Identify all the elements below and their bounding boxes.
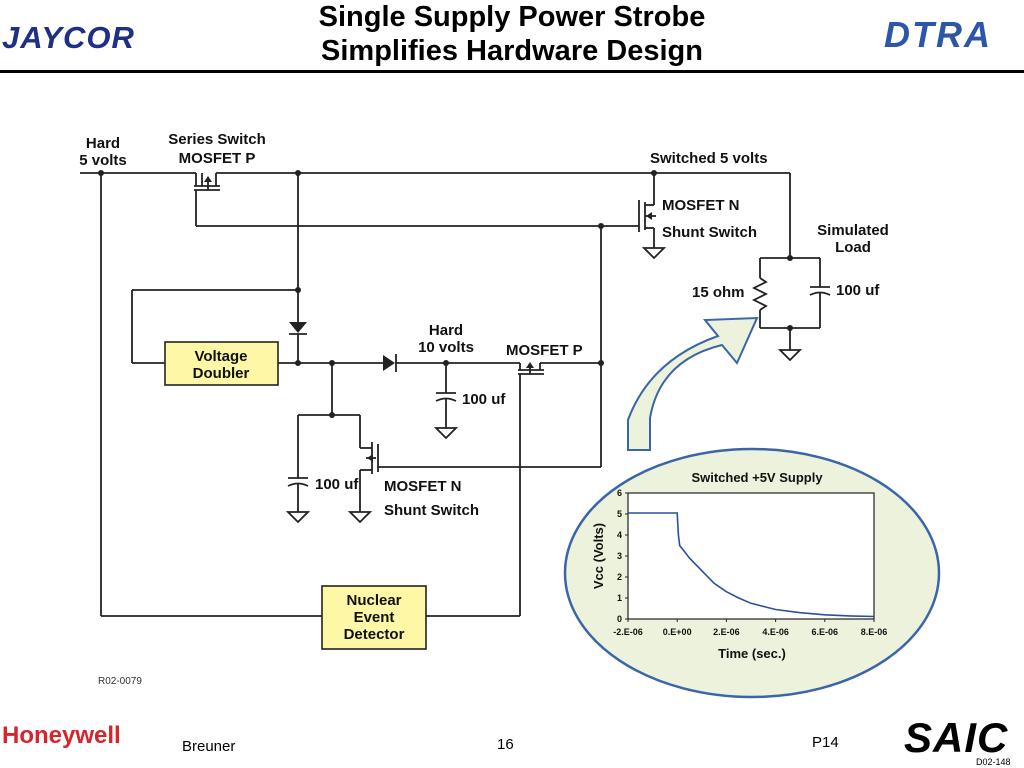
mosfet-n-top-label-2: Shunt Switch: [662, 224, 757, 241]
load-cap-label: 100 uf: [836, 282, 880, 299]
simulated-load-label-1: Simulated: [817, 222, 889, 239]
voltage-doubler-label-1: Voltage: [194, 348, 247, 365]
switched-supply-chart: Switched +5V Supply 0 1 2 3 4 5 6 -2.E-06 0.E+0…: [591, 470, 887, 661]
footer-ref: P14: [812, 734, 839, 751]
ned-label-2: Event: [354, 609, 395, 626]
jaycor-logo: JAYCOR: [2, 20, 135, 55]
voltage-doubler-box: [164, 341, 279, 386]
footer-code: D02-148: [976, 757, 1011, 767]
chart-x-axis-label: Time (sec.): [718, 646, 786, 661]
chart-y-tick-label: 6: [617, 488, 622, 498]
wires: [80, 170, 831, 617]
switched-5v-label: Switched 5 volts: [650, 150, 768, 167]
footer-author: Breuner: [182, 738, 236, 755]
nuclear-event-detector-box: [321, 585, 427, 650]
hard-5v-label-1: Hard: [86, 135, 120, 152]
resistor-label: 15 ohm: [692, 284, 745, 301]
simulated-load-label-2: Load: [835, 239, 871, 256]
chart-y-axis-label: Vcc (Volts): [591, 523, 606, 589]
saic-logo: SAIC: [904, 714, 1009, 761]
mosfet-n-top-label-1: MOSFET N: [662, 197, 740, 214]
chart-x-tick-label: -2.E-06: [613, 627, 643, 637]
chart-x-tick-label: 0.E+00: [663, 627, 692, 637]
chart-y-tick-label: 0: [617, 614, 622, 624]
footer-page-number: 16: [497, 736, 514, 753]
drawing-number: R02-0079: [98, 676, 142, 687]
title-line-2: Simplifies Hardware Design: [321, 35, 703, 67]
chart-y-tick-label: 5: [617, 509, 622, 519]
chart-y-tick-label: 2: [617, 572, 622, 582]
chart-x-tick-label: 2.E-06: [713, 627, 740, 637]
slide-title: Single Supply Power Strobe Simplifies Ha…: [200, 0, 824, 68]
voltage-doubler-label-2: Doubler: [193, 365, 250, 382]
chart-y-tick-label: 1: [617, 593, 622, 603]
chart-title: Switched +5V Supply: [691, 470, 823, 485]
chart-y-tick-label: 4: [617, 530, 622, 540]
chart-plot-area: [627, 492, 875, 620]
left-cap-label: 100 uf: [315, 476, 359, 493]
mosfet-n-bottom-label-1: MOSFET N: [384, 478, 462, 495]
series-switch-label-1: Series Switch: [168, 131, 266, 148]
hard-10v-label-1: Hard: [429, 322, 463, 339]
title-divider: [0, 70, 1024, 73]
ned-label-1: Nuclear: [346, 592, 401, 609]
hard-10v-label-2: 10 volts: [418, 339, 474, 356]
ned-label-3: Detector: [344, 626, 405, 643]
chart-series-line: [628, 512, 875, 618]
dtra-logo: DTRA: [884, 14, 992, 55]
mosfet-n-bottom-label-2: Shunt Switch: [384, 502, 479, 519]
mid-cap-label: 100 uf: [462, 391, 506, 408]
chart-x-tick-label: 6.E-06: [812, 627, 839, 637]
chart-x-tick-label: 4.E-06: [762, 627, 789, 637]
callout-arrow: [627, 316, 759, 451]
hard-5v-label-2: 5 volts: [79, 152, 127, 169]
honeywell-logo: Honeywell: [2, 722, 121, 749]
series-switch-label-2: MOSFET P: [179, 150, 256, 167]
mosfet-p-mid-label: MOSFET P: [506, 342, 583, 359]
chart-x-tick-label: 8.E-06: [861, 627, 888, 637]
title-line-1: Single Supply Power Strobe: [318, 1, 706, 33]
chart-y-tick-label: 3: [617, 551, 622, 561]
